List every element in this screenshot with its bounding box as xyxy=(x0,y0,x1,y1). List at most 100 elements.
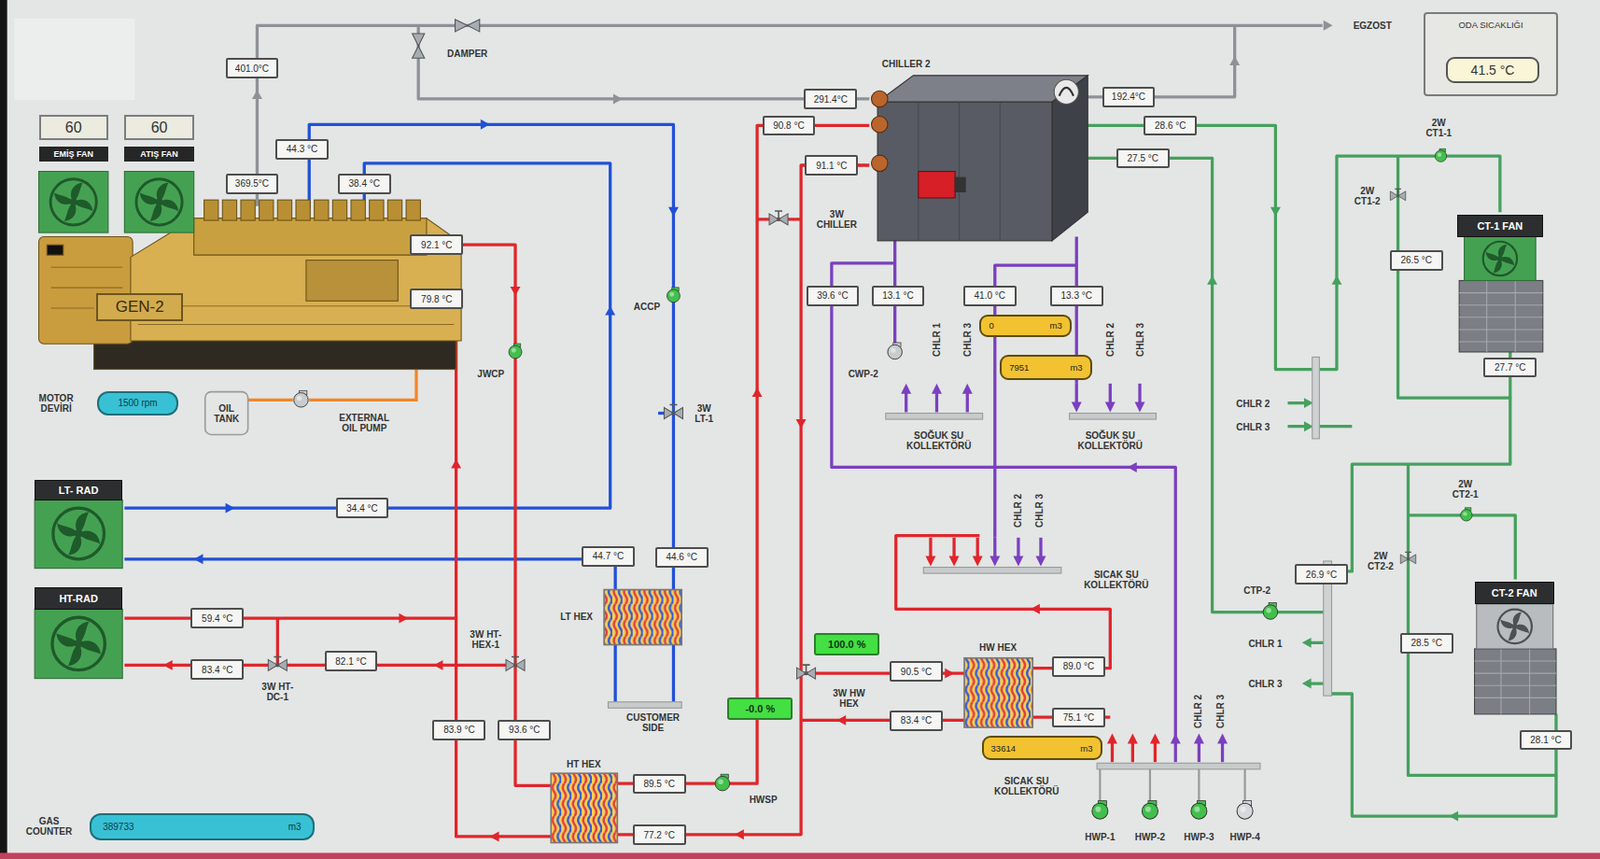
temperature-readout: 291.4°C xyxy=(803,88,857,110)
gas-engine xyxy=(46,244,63,255)
temperature-readout: 83.4 °C xyxy=(190,659,244,680)
temperature-readout: 192.4°C xyxy=(1102,86,1156,108)
absorption-chiller xyxy=(871,116,888,133)
equipment-label: EXTERNAL OIL PUMP xyxy=(335,412,393,434)
absorption-chiller xyxy=(871,75,1089,241)
pump-symbol xyxy=(887,342,902,360)
cooling-flow-arrow xyxy=(1270,207,1281,217)
collector-bar xyxy=(923,567,1062,575)
node-subtext: m3 xyxy=(1069,362,1082,373)
node-text: 60 xyxy=(39,114,109,141)
node-text: 92.1 °C xyxy=(421,239,452,251)
equipment-label: SICAK SU KOLLEKTÖRÜ xyxy=(1080,569,1152,590)
chiller-tag: CHLR 3 xyxy=(1215,693,1226,730)
equipment-label: CUSTOMER SIDE xyxy=(622,712,685,733)
gas-engine xyxy=(39,236,134,344)
equipment-label: HWP-2 xyxy=(1134,831,1166,843)
pump-symbol xyxy=(1141,800,1158,820)
node-text: 41.0 °C xyxy=(974,290,1006,301)
collector-arrow xyxy=(1193,733,1205,763)
temperature-readout: 28.6 °C xyxy=(1143,115,1197,137)
node-text: 90.5 °C xyxy=(900,666,932,677)
pump-symbol xyxy=(1191,800,1208,820)
ht-heat-exchanger xyxy=(550,772,618,843)
equipment-label: CHLR 3 xyxy=(1247,678,1283,689)
temperature-readout: 28.1 °C xyxy=(1519,729,1573,751)
node-text: CT-2 FAN xyxy=(1491,587,1538,599)
chiller-tag: CHLR 3 xyxy=(1135,322,1146,358)
absorption-chiller xyxy=(871,90,888,107)
node-text: 13.1 °C xyxy=(882,290,913,301)
temperature-readout: 93.6 °C xyxy=(497,719,551,741)
equipment-label: SOĞUK SU KOLLEKTÖRÜ xyxy=(1074,430,1146,451)
customer-bar xyxy=(607,701,682,709)
chilled-water-pipe xyxy=(831,236,1176,736)
gas-engine xyxy=(259,199,274,221)
collector-arrow xyxy=(989,537,1000,567)
gas-engine xyxy=(240,199,255,221)
equipment-label: 3W HT-HEX-1 xyxy=(458,629,513,650)
node-text: 83.4 °C xyxy=(900,715,932,726)
temperature-readout: 38.4 °C xyxy=(337,173,392,195)
chilled-flow-arrow xyxy=(1127,462,1137,473)
oil-line xyxy=(248,369,417,401)
generator-tag: GEN-2 xyxy=(96,293,183,323)
absorption-chiller xyxy=(1052,75,1088,241)
node-text: -0.0 % xyxy=(744,702,775,715)
node-text: 192.4°C xyxy=(1111,91,1146,102)
pump-symbol xyxy=(1263,603,1278,620)
node-text: GEN-2 xyxy=(115,297,165,317)
node-text: 26.5 °C xyxy=(1400,254,1432,266)
equipment-label: CHILLER 2 xyxy=(881,57,932,69)
node-text: 38.4 °C xyxy=(348,178,379,189)
absorption-chiller xyxy=(1053,79,1079,104)
fan-tile xyxy=(1483,241,1517,276)
node-text: CT-1 FAN xyxy=(1476,220,1523,232)
node-text: 60 xyxy=(124,114,194,141)
temperature-readout: 27.7 °C xyxy=(1483,357,1537,379)
collector-arrow xyxy=(900,383,1228,762)
collector-arrow xyxy=(1036,537,1047,567)
node-text: 28.6 °C xyxy=(1154,120,1186,131)
chiller-tag: CHLR 2 xyxy=(1011,491,1023,528)
node-text: HT-RAD xyxy=(58,592,99,604)
volume-counter: 33614m3 xyxy=(982,735,1103,760)
pump-symbol xyxy=(508,343,522,359)
equipment-label: JWCP xyxy=(476,368,506,379)
cooling-flow-arrow xyxy=(1448,811,1459,822)
node-text: 44.3 °C xyxy=(286,143,318,155)
temperature-readout: 89.5 °C xyxy=(632,773,687,795)
node-text: 34.4 °C xyxy=(346,503,378,514)
pump-symbol xyxy=(294,148,1473,819)
hw-heat-exchanger xyxy=(964,658,1033,728)
ht-flow-arrow xyxy=(450,459,462,469)
equipment-label: HWP-4 xyxy=(1228,831,1261,843)
node-text: 33614 xyxy=(991,743,1016,754)
valve-symbol xyxy=(1400,551,1416,563)
collector-bar xyxy=(885,413,983,421)
pump-symbol xyxy=(294,390,309,408)
temperature-readout: 75.1 °C xyxy=(1052,707,1106,729)
equipment-label: EGZOST xyxy=(1352,20,1393,31)
equipment-label: 2W CT1-2 xyxy=(1349,185,1386,207)
cooling-water-pipe xyxy=(1087,125,1557,816)
ht-flow-arrow xyxy=(510,286,521,296)
gas-engine xyxy=(94,336,457,370)
valve-symbol xyxy=(267,188,1416,679)
temperature-readout: 369.5°C xyxy=(225,173,280,195)
node-text: 291.4°C xyxy=(814,94,848,105)
lt-water-pipe xyxy=(124,163,610,508)
counter-display: 1500 rpm xyxy=(97,391,179,416)
equipment-label: 2W CT2-1 xyxy=(1447,478,1484,500)
ht-flow-arrow xyxy=(434,659,444,671)
fan-header: HT-RAD xyxy=(34,587,123,610)
node-text: 82.1 °C xyxy=(335,656,366,667)
equipment-label: 3W HT-DC-1 xyxy=(252,681,302,702)
equipment-label: MOTOR DEVİRİ xyxy=(32,392,80,414)
gas-engine xyxy=(350,199,365,221)
equipment-label: DAMPER xyxy=(446,47,489,58)
temperature-readout: 39.6 °C xyxy=(806,285,860,307)
exhaust-pipe xyxy=(256,25,1322,206)
node-text: 41.5 °C xyxy=(1471,62,1516,78)
temperature-readout: 44.3 °C xyxy=(275,139,329,160)
